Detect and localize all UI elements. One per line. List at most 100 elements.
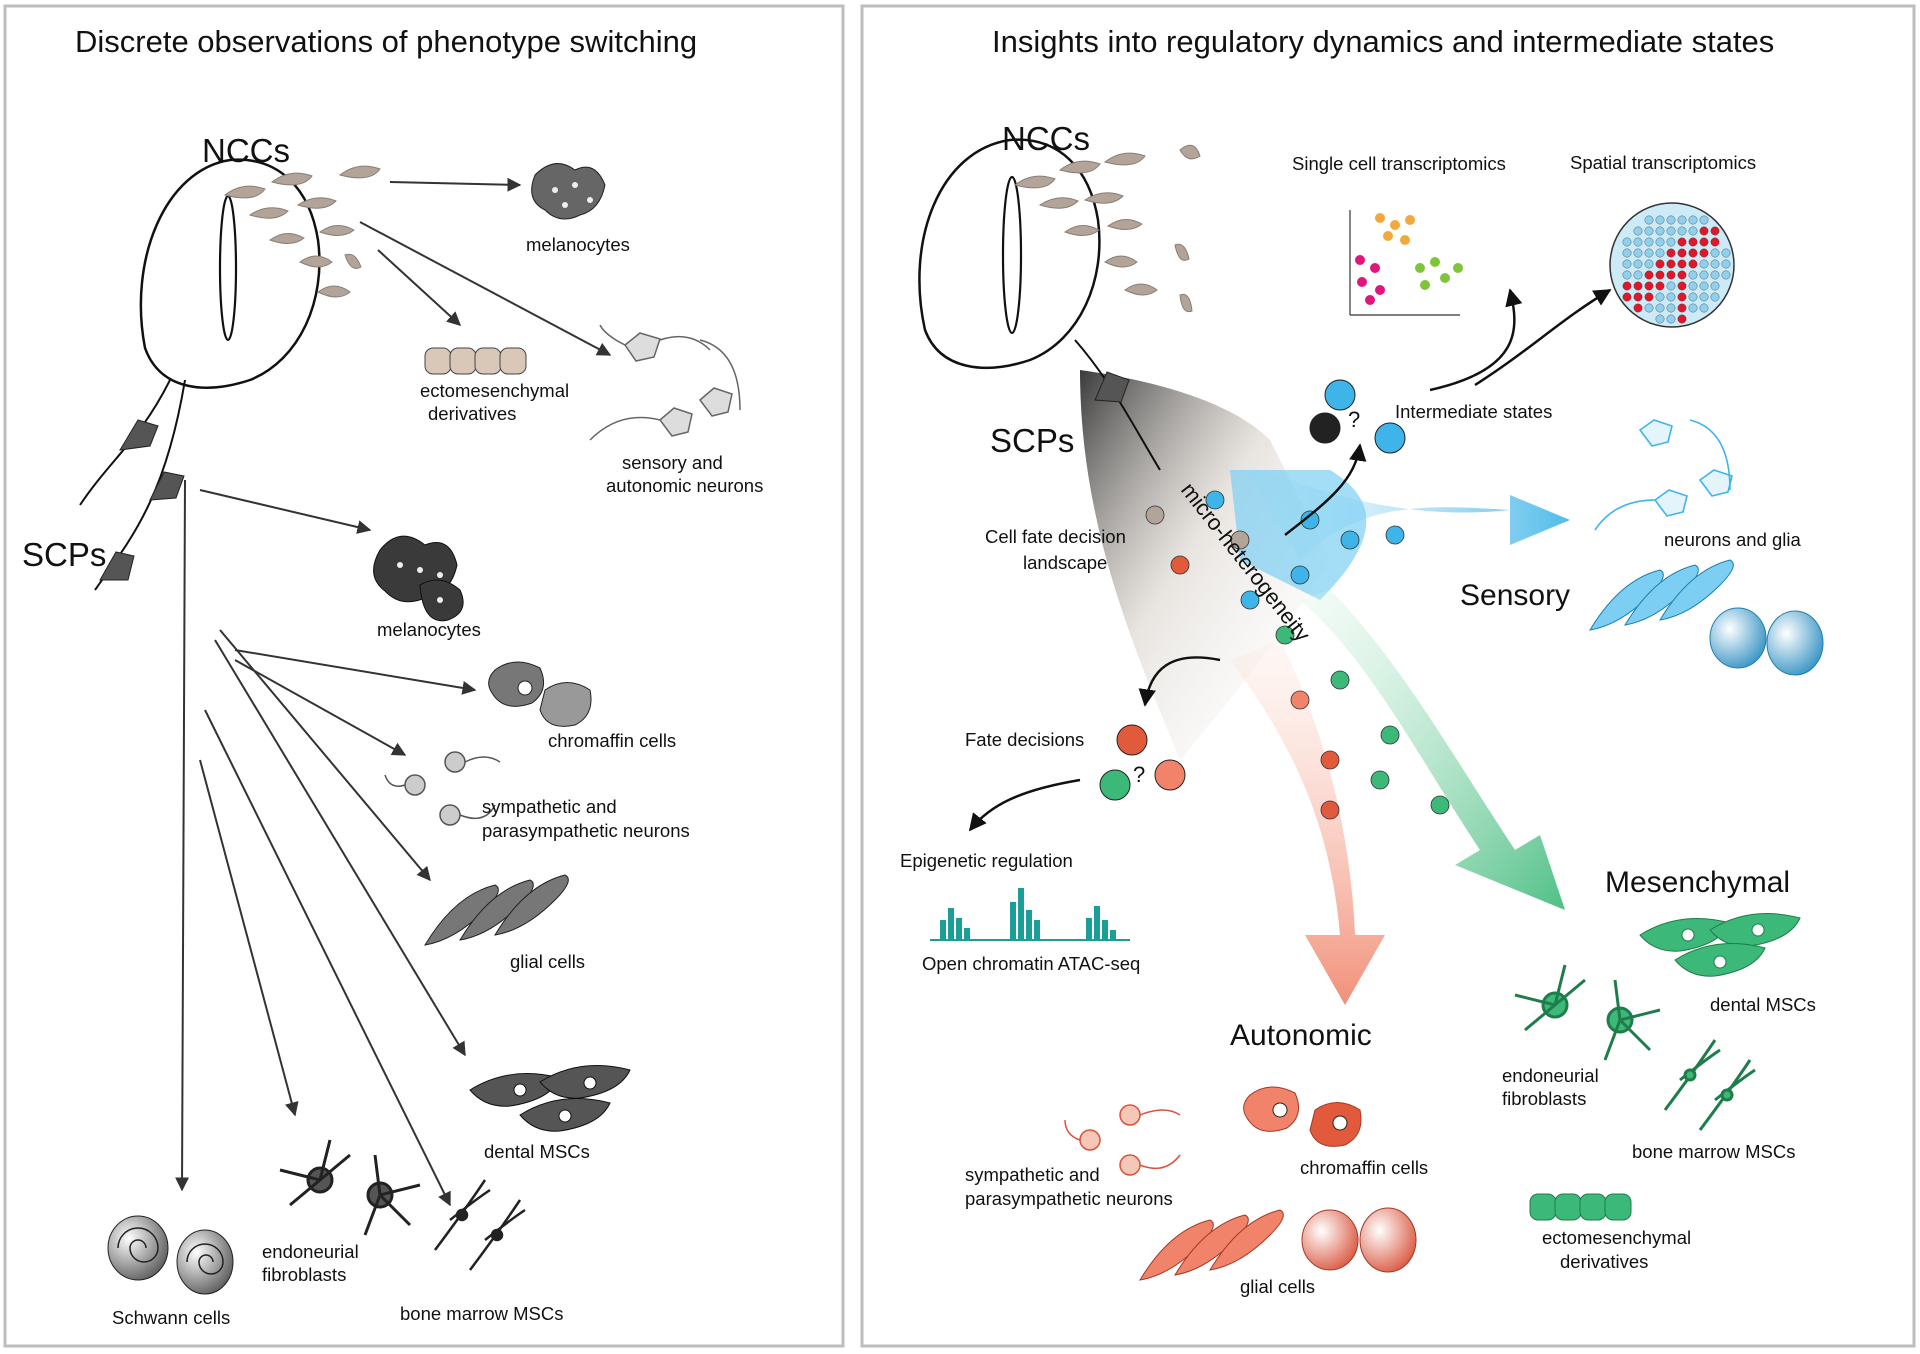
left-panel: Discrete observations of phenotype switc… <box>22 24 763 1328</box>
spatial-spot <box>1666 270 1676 280</box>
spatial-spot <box>1721 248 1731 258</box>
auto-chromaffin-icon <box>1243 1086 1362 1147</box>
left-chromaffin-label: chromaffin cells <box>548 730 676 751</box>
embryo-outline <box>139 158 321 389</box>
left-ncc-label: NCCs <box>202 132 290 169</box>
landscape-label-1: Cell fate decision <box>985 526 1126 547</box>
spatial-spot <box>1666 237 1676 247</box>
spatial-spot <box>1633 237 1643 247</box>
spatial-spot <box>1710 259 1720 269</box>
spatial-spot <box>1688 248 1698 258</box>
spatial-spot <box>1622 259 1632 269</box>
dental-msc-label: dental MSCs <box>1710 994 1816 1015</box>
spatial-spot <box>1666 226 1676 236</box>
spatial-spot <box>1710 292 1720 302</box>
left-dental-label: dental MSCs <box>484 1141 590 1162</box>
left-panel-frame <box>3 4 845 1348</box>
auto-chromaffin-label: chromaffin cells <box>1300 1157 1428 1178</box>
auto-symp-icon <box>1064 1104 1181 1176</box>
endo-label-2: fibroblasts <box>1502 1088 1586 1109</box>
spatial-spot <box>1644 281 1654 291</box>
atac-label: Open chromatin ATAC-seq <box>922 953 1140 974</box>
landscape-stem <box>1080 370 1330 760</box>
atac-bar-icon <box>930 888 1130 941</box>
dental-msc-icon <box>1639 913 1801 977</box>
spatial-spot <box>1666 314 1676 324</box>
left-scp-label: SCPs <box>22 536 106 573</box>
spatial-spot <box>1644 259 1654 269</box>
right-neural-tube <box>1001 175 1023 335</box>
left-sensory-label-1: sensory and <box>622 452 723 473</box>
sensory-label: Sensory <box>1460 579 1570 612</box>
left-melanocytes-ncc-label: melanocytes <box>526 234 630 255</box>
spatial-spot <box>1677 237 1687 247</box>
autonomic-flow-branch <box>1230 640 1385 1005</box>
left-bone-marrow-label: bone marrow MSCs <box>400 1303 563 1324</box>
left-symp-label-2: parasympathetic neurons <box>482 820 690 841</box>
right-panel-title: Insights into regulatory dynamics and in… <box>992 24 1774 59</box>
spatial-spot <box>1721 259 1731 269</box>
spatial-spot <box>1699 303 1709 313</box>
spatial-spot <box>1644 226 1654 236</box>
spatial-spot <box>1655 314 1665 324</box>
sensory-schwann-icon <box>1709 607 1824 676</box>
bone-marrow-icon <box>1663 1039 1756 1131</box>
right-embryo-outline <box>918 138 1101 370</box>
left-ncc-cells <box>223 165 381 298</box>
left-melanocytes-scp-label: melanocytes <box>377 619 481 640</box>
spatial-spot <box>1644 292 1654 302</box>
to-single-cell-arrow <box>1429 288 1523 392</box>
spatial-spot <box>1644 248 1654 258</box>
spatial-spot <box>1633 248 1643 258</box>
spatial-spot <box>1677 303 1687 313</box>
left-endo-label-2: fibroblasts <box>262 1264 346 1285</box>
intermediate-arrow <box>1284 443 1367 536</box>
single-cell-scatter-icon <box>1349 210 1463 316</box>
spatial-spot <box>1644 215 1654 225</box>
spatial-spot <box>1633 259 1643 269</box>
fate-decision-arrow <box>1138 656 1221 707</box>
spatial-spot <box>1677 226 1687 236</box>
ecto-icon <box>1529 1193 1632 1221</box>
fate-decision-cells <box>1099 724 1186 801</box>
left-symp-neuron-icon <box>384 751 501 826</box>
spatial-spot <box>1655 237 1665 247</box>
spatial-spot <box>1699 237 1709 247</box>
left-bone-marrow-icon <box>433 1179 526 1271</box>
spatial-spot <box>1666 281 1676 291</box>
endo-label-1: endoneurial <box>1502 1065 1599 1086</box>
spatial-spot <box>1666 303 1676 313</box>
spatial-spot <box>1655 292 1665 302</box>
spatial-spot <box>1699 270 1709 280</box>
spatial-spot <box>1710 248 1720 258</box>
sensory-flow-body <box>1230 470 1367 600</box>
spatial-dish-icon <box>1609 202 1735 328</box>
spatial-spot <box>1622 292 1632 302</box>
mesenchymal-label: Mesenchymal <box>1605 866 1790 899</box>
right-scp-cell <box>1094 371 1130 403</box>
spatial-spot <box>1666 259 1676 269</box>
spatial-spot <box>1710 281 1720 291</box>
right-panel: Insights into regulatory dynamics and in… <box>900 24 1824 1297</box>
spatial-spot <box>1666 292 1676 302</box>
spatial-spot <box>1688 270 1698 280</box>
left-ecto-label-1: ectomesenchymal <box>420 380 569 401</box>
spatial-spot <box>1644 237 1654 247</box>
left-sensory-neuron-icon <box>589 324 741 441</box>
spatial-spot <box>1633 303 1643 313</box>
left-dental-icon <box>469 1065 631 1132</box>
spatial-spot <box>1688 292 1698 302</box>
spatial-spot <box>1710 237 1720 247</box>
auto-symp-label-2: parasympathetic neurons <box>965 1188 1173 1209</box>
spatial-spot <box>1655 259 1665 269</box>
spatial-spot <box>1633 270 1643 280</box>
left-melanocytes-scp-icon <box>373 535 464 622</box>
spatial-spot <box>1688 226 1698 236</box>
neurons-glia-icon <box>1594 419 1733 531</box>
ecto-label-1: ectomesenchymal <box>1542 1227 1691 1248</box>
spatial-spot <box>1633 281 1643 291</box>
spatial-spot <box>1622 237 1632 247</box>
spatial-spot <box>1688 303 1698 313</box>
intermediate-state-cells <box>1309 379 1406 454</box>
spatial-spot <box>1677 292 1687 302</box>
